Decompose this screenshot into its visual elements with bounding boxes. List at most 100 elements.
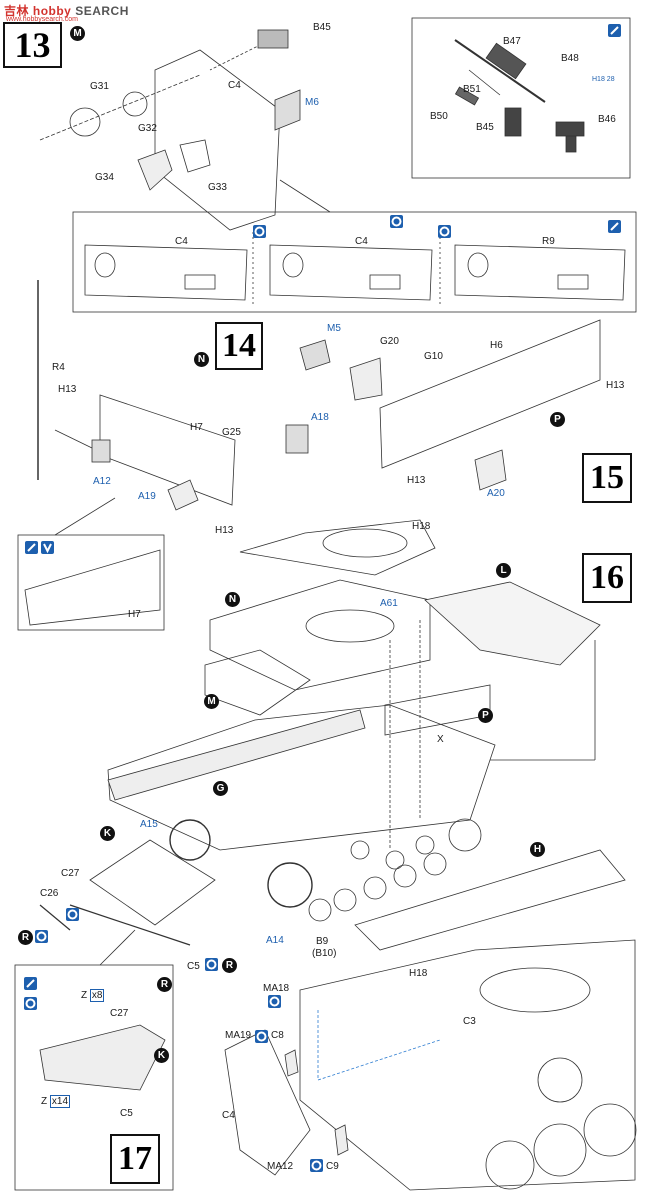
label-a61: A61 xyxy=(380,598,398,609)
label-a20: A20 xyxy=(487,488,505,499)
label-x: X xyxy=(437,734,444,745)
hull-assembled xyxy=(299,939,636,1191)
h7-detail-box xyxy=(17,534,165,631)
label-b45: B45 xyxy=(313,22,331,33)
label-b50: B50 xyxy=(430,111,448,122)
label-c4-a: C4 xyxy=(175,236,188,247)
watermark-brand: hobby SEARCH xyxy=(32,4,129,18)
label-c27-b: C27 xyxy=(110,1008,129,1019)
marker-r-c5: R xyxy=(222,958,237,973)
label-h13-left: H13 xyxy=(58,384,77,395)
label-g25: G25 xyxy=(222,427,241,438)
label-c4: C4 xyxy=(228,80,241,91)
marker-m: M xyxy=(70,26,85,41)
marker-h: H xyxy=(530,842,545,857)
label-m6: M6 xyxy=(305,97,319,108)
watermark-logo: 吉林 hobby SEARCH xyxy=(4,2,129,19)
option-icon xyxy=(390,215,403,228)
option-icon xyxy=(205,958,218,971)
step-14-number: 14 xyxy=(215,322,263,370)
watermark-site: www.hobbysearch.com xyxy=(6,16,78,23)
label-z-2: Z x14 xyxy=(41,1095,71,1108)
option-icon xyxy=(438,225,451,238)
label-ma18: MA18 xyxy=(263,983,290,994)
mg-part-b46 xyxy=(555,121,585,137)
label-a18: A18 xyxy=(311,412,329,423)
label-h18: H18 xyxy=(412,521,431,532)
label-ma12: MA12 xyxy=(267,1161,294,1172)
watermark-cn: 吉林 xyxy=(4,4,30,18)
glue-icon xyxy=(25,541,38,554)
plate-m xyxy=(204,649,311,716)
label-g10: G10 xyxy=(424,351,443,362)
label-c4-c: C4 xyxy=(222,1110,235,1121)
label-c27: C27 xyxy=(61,868,80,879)
label-h7-detail: H7 xyxy=(128,609,141,620)
suspension-g xyxy=(107,709,366,801)
label-b51: B51 xyxy=(463,84,481,95)
mg-part-b45 xyxy=(504,107,522,137)
plate-k xyxy=(89,839,216,926)
mg-part-b51 xyxy=(454,86,480,106)
c4-variants-box xyxy=(72,211,637,313)
label-h7: H7 xyxy=(190,422,203,433)
label-b10: (B10) xyxy=(312,948,337,959)
step17-box xyxy=(14,964,174,1191)
label-c5-b: C5 xyxy=(120,1108,133,1119)
label-g32: G32 xyxy=(138,123,157,134)
marker-l: L xyxy=(496,563,511,578)
label-h13-right: H13 xyxy=(606,380,625,391)
label-g33: G33 xyxy=(208,182,227,193)
mg-detail-box xyxy=(411,17,631,179)
plate-h7 xyxy=(99,394,236,506)
label-z-1: Z x8 xyxy=(81,989,105,1002)
label-b45b: B45 xyxy=(476,122,494,133)
hull-lower xyxy=(107,704,496,851)
step-16-number: 16 xyxy=(582,553,632,603)
label-c9: C9 xyxy=(326,1161,339,1172)
label-g20: G20 xyxy=(380,336,399,347)
marker-n-16: N xyxy=(225,592,240,607)
sprocket-a15 xyxy=(169,819,211,861)
label-m5: M5 xyxy=(327,323,341,334)
label-g34: G34 xyxy=(95,172,114,183)
glue-icon xyxy=(24,977,37,990)
label-h18-b: H18 xyxy=(409,968,428,979)
plate-h6 xyxy=(379,319,601,469)
option-icon xyxy=(24,997,37,1010)
label-a19: A19 xyxy=(138,491,156,502)
label-ma19: MA19 xyxy=(225,1030,252,1041)
label-b46: B46 xyxy=(598,114,616,125)
deck-h18 xyxy=(239,519,436,576)
engine-deck-l xyxy=(424,581,601,666)
glue-icon xyxy=(608,24,621,37)
option-icon xyxy=(310,1159,323,1172)
label-c26: C26 xyxy=(40,888,59,899)
option-icon xyxy=(66,908,79,921)
rail-h xyxy=(354,849,626,951)
mg-barrel xyxy=(454,39,546,103)
glue-icon xyxy=(608,220,621,233)
label-h13-bottom: H13 xyxy=(215,525,234,536)
step-13-number: 13 xyxy=(3,22,62,68)
marker-p: P xyxy=(550,412,565,427)
marker-p-16: P xyxy=(478,708,493,723)
label-a15: A15 xyxy=(140,819,158,830)
marker-k-17: K xyxy=(154,1048,169,1063)
marker-n: N xyxy=(194,352,209,367)
bend-icon xyxy=(41,541,54,554)
label-c8: C8 xyxy=(271,1030,284,1041)
label-r9: R9 xyxy=(542,236,555,247)
label-c5: C5 xyxy=(187,961,200,972)
label-b48: B48 xyxy=(561,53,579,64)
label-ref-h18: H18 28 xyxy=(592,76,615,83)
step-15-number: 15 xyxy=(582,453,632,503)
label-h13-mid: H13 xyxy=(407,475,426,486)
marker-m-16: M xyxy=(204,694,219,709)
marker-r: R xyxy=(18,930,33,945)
label-a12: A12 xyxy=(93,476,111,487)
marker-k: K xyxy=(100,826,115,841)
option-icon xyxy=(268,995,281,1008)
